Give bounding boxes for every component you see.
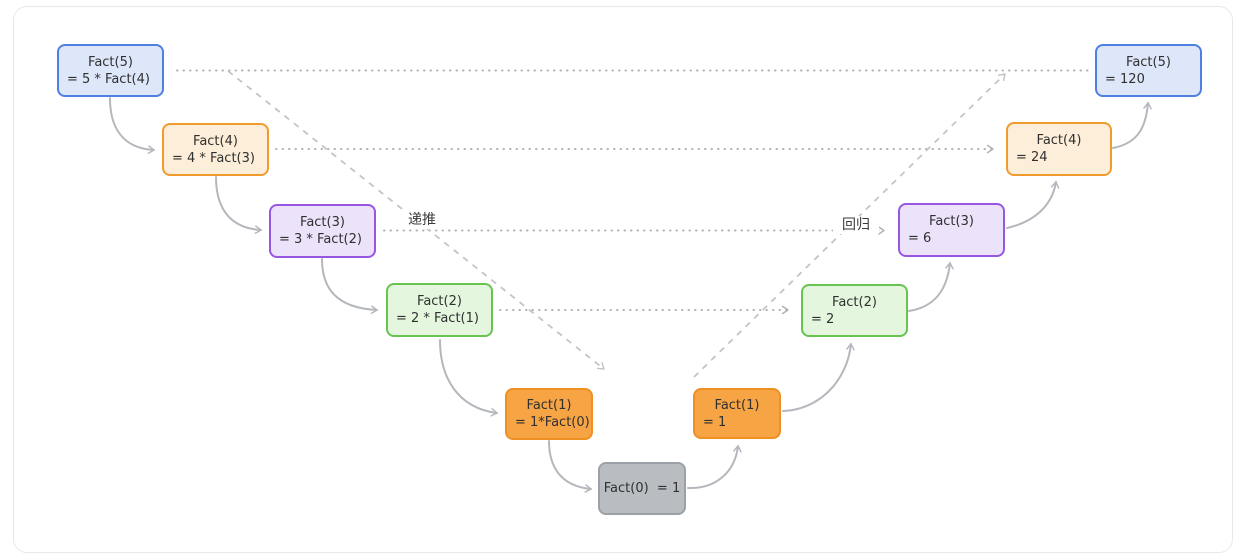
node-title: Fact(2) <box>417 294 462 309</box>
node-title: Fact(3) <box>300 215 345 230</box>
node-return-fact4: Fact(4) = 24 <box>1006 122 1112 176</box>
node-expr: = 4 * Fact(3) <box>172 150 255 166</box>
node-title: Fact(5) <box>88 54 133 70</box>
node-call-fact2: Fact(2) = 2 * Fact(1) <box>386 283 493 337</box>
node-base-fact0: Fact(0) = 1 <box>598 462 686 515</box>
diagram-frame <box>13 6 1233 553</box>
node-return-fact1: Fact(1) = 1 <box>693 388 781 439</box>
node-expr: = 24 <box>1016 150 1048 165</box>
node-title: Fact(4) <box>193 133 238 149</box>
node-call-fact1: Fact(1) = 1*Fact(0) <box>505 388 593 440</box>
node-title: Fact(2) <box>832 294 877 310</box>
node-expr: = 1*Fact(0) <box>515 415 590 430</box>
node-call-fact5: Fact(5) = 5 * Fact(4) <box>57 44 164 97</box>
node-return-fact3: Fact(3) = 6 <box>898 203 1005 257</box>
node-title: Fact(5) <box>1126 54 1171 70</box>
node-expr: = 5 * Fact(4) <box>67 71 150 87</box>
label-descend-phase: 递推 <box>399 211 445 229</box>
node-title: Fact(4) <box>1036 133 1082 148</box>
node-expr: = 120 <box>1105 71 1145 87</box>
node-expr: = 2 * Fact(1) <box>396 311 479 326</box>
node-expr: = 6 <box>908 231 932 246</box>
label-ascend-phase: 回归 <box>833 216 879 234</box>
node-expr: = 1 <box>703 414 727 430</box>
node-expr: = 2 <box>811 311 835 327</box>
node-return-fact2: Fact(2) = 2 <box>801 284 908 337</box>
node-title: Fact(0) = 1 <box>603 481 681 496</box>
node-call-fact4: Fact(4) = 4 * Fact(3) <box>162 123 269 176</box>
node-title: Fact(1) <box>714 397 760 413</box>
node-return-fact5: Fact(5) = 120 <box>1095 44 1202 97</box>
node-expr: = 3 * Fact(2) <box>279 232 362 247</box>
node-call-fact3: Fact(3) = 3 * Fact(2) <box>269 204 376 258</box>
node-title: Fact(3) <box>929 214 974 229</box>
node-title: Fact(1) <box>526 398 572 413</box>
